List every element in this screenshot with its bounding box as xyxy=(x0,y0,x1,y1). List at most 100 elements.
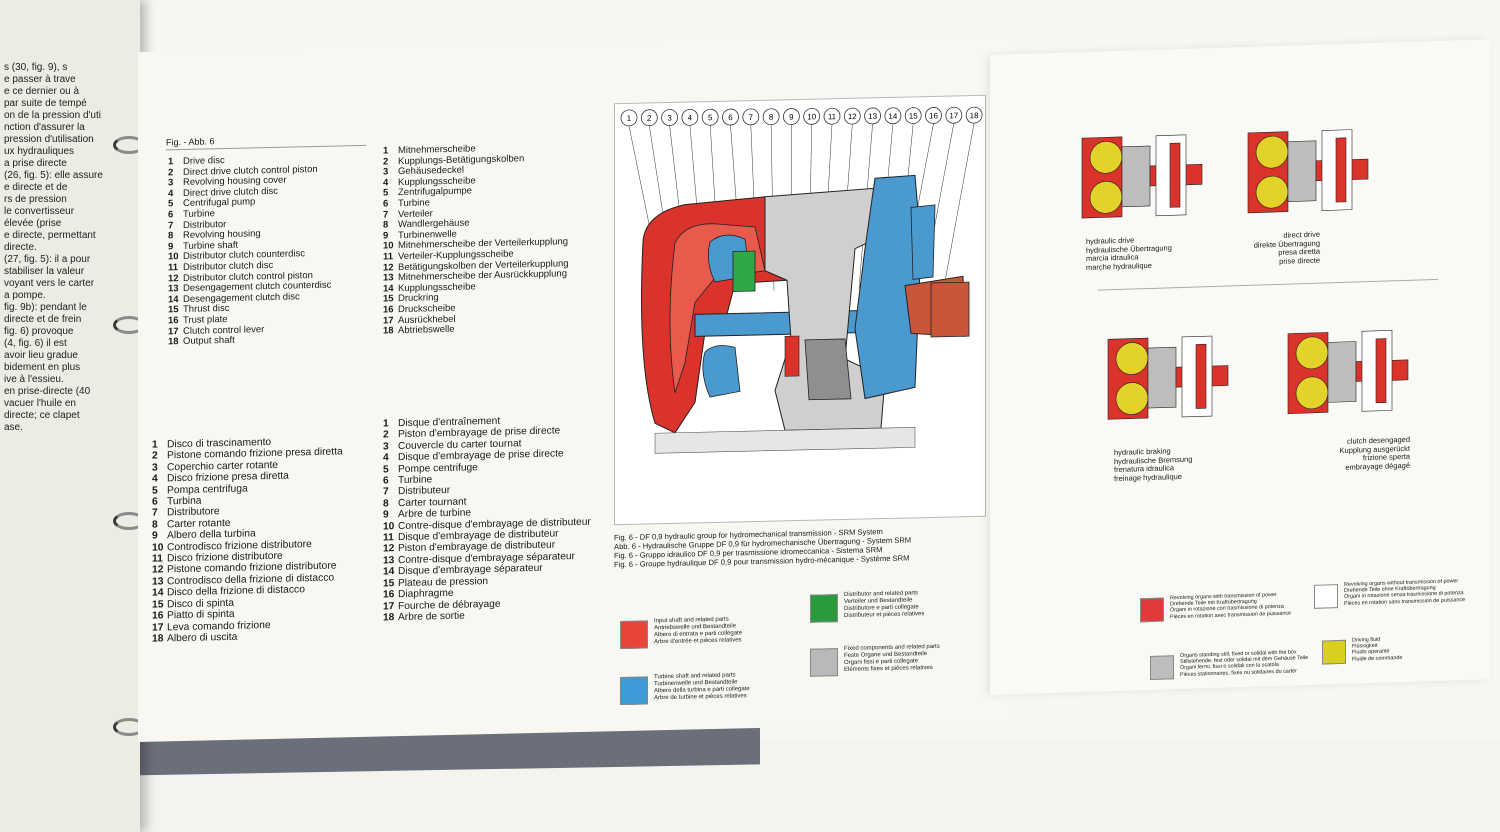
left-page-text-line: avoir lieu gradue xyxy=(4,350,78,361)
mode-label-line: freinage hydraulique xyxy=(1114,471,1182,483)
part-number: 6 xyxy=(383,198,389,210)
left-page-text-line: ux hydrauliques xyxy=(4,146,75,157)
left-page-text-line: e ce dernier ou à xyxy=(4,86,80,97)
callout-number: 10 xyxy=(807,112,816,121)
figure-label: Fig. - Abb. 6 xyxy=(166,136,215,148)
left-page-text-line: (26, fig. 5): elle assure xyxy=(4,170,103,181)
part-number: 3 xyxy=(383,441,389,453)
part-number: 14 xyxy=(383,566,395,578)
left-page-text-line: e directe, permettant xyxy=(4,230,96,241)
callout-number: 2 xyxy=(647,114,652,123)
part-number: 9 xyxy=(152,530,158,542)
left-page-text-line: pression d'utilisation xyxy=(4,134,94,145)
part-number: 8 xyxy=(383,498,389,510)
part-number: 13 xyxy=(152,576,164,588)
callout-number: 7 xyxy=(749,113,754,122)
left-page-text-line: ase. xyxy=(4,422,23,433)
part-name: Arbre de sortie xyxy=(398,610,465,624)
part-number: 8 xyxy=(152,519,158,531)
left-page-text-line: s (30, fig. 9), s xyxy=(4,62,68,73)
part-name: Abtriebswelle xyxy=(398,323,455,337)
part-number: 10 xyxy=(152,542,164,554)
callout-number: 8 xyxy=(769,113,774,122)
legend-line: Distributeur et pièces relatives xyxy=(844,611,925,619)
left-page-text-line: fig. 6) provoque xyxy=(4,326,74,337)
part-name: Disco frizione presa diretta xyxy=(167,470,289,485)
callout-number: 6 xyxy=(728,113,733,122)
part-number: 6 xyxy=(383,475,389,487)
left-page-text-line: ive à l'essieu. xyxy=(4,374,64,385)
left-page-text-line: bidement en plus xyxy=(4,362,81,373)
legend-line: Arbre d'entrée et pièces relatives xyxy=(654,637,742,646)
legend-swatch xyxy=(1314,584,1338,609)
callout-circle xyxy=(681,108,699,126)
left-page-text-line: en prise-directe (40 xyxy=(4,386,91,397)
part-number: 18 xyxy=(383,612,395,624)
legend-line: Arbre de turbine et pièces relatives xyxy=(654,693,747,702)
part-number: 15 xyxy=(152,599,164,611)
left-page-text-line: e passer à trave xyxy=(4,74,76,85)
legend-text: Organs standing still, fixed or solidal … xyxy=(1180,649,1308,678)
part-number: 18 xyxy=(152,633,164,645)
part-number: 5 xyxy=(383,463,389,476)
part-name: Diaphragme xyxy=(398,587,454,601)
mode-diagram xyxy=(1107,335,1229,420)
part-name: Carter rotante xyxy=(167,517,231,531)
part-number: 16 xyxy=(383,589,395,601)
parts-list-item: 18 Abtriebswelle xyxy=(383,322,569,337)
mode-label-line: marche hydraulique xyxy=(1086,260,1152,272)
part-number: 9 xyxy=(383,509,389,521)
legend-swatch xyxy=(810,594,838,623)
legend-swatch xyxy=(620,620,648,650)
callout-number: 18 xyxy=(970,111,979,120)
part-name: Output shaft xyxy=(183,334,235,348)
part-number: 12 xyxy=(383,543,395,555)
mode-label-line: embrayage dégagé xyxy=(1345,460,1410,472)
mode-diagram xyxy=(1081,134,1203,219)
legend-text: Revolving organs with transmission of po… xyxy=(1170,592,1291,621)
callout-number: 13 xyxy=(868,112,877,121)
part-name: Plateau de pression xyxy=(398,575,489,589)
part-number: 12 xyxy=(152,564,164,577)
callout-number: 5 xyxy=(708,113,713,122)
part-name: Pompa centrifuga xyxy=(167,483,248,496)
left-page-text-line: par suite de tempé xyxy=(4,98,87,109)
callout-circle xyxy=(843,107,861,125)
part-number: 10 xyxy=(383,520,395,533)
callout-circle xyxy=(762,108,780,126)
part-number: 2 xyxy=(152,450,158,463)
part-number: 11 xyxy=(383,532,394,544)
part-name: Leva comando frizione xyxy=(167,619,271,633)
part-number: 1 xyxy=(152,439,158,451)
callout-number: 1 xyxy=(627,114,632,123)
part-number: 18 xyxy=(383,325,394,337)
part-number: 17 xyxy=(152,621,164,634)
part-number: 6 xyxy=(152,496,158,508)
part-number: 14 xyxy=(152,587,164,599)
left-page-text-line: (27, fig. 5): il a pour xyxy=(4,254,91,265)
callout-number: 16 xyxy=(929,111,938,120)
part-number: 4 xyxy=(383,452,389,464)
left-page-text-line: directe; ce clapet xyxy=(4,410,80,421)
part-number: 16 xyxy=(152,610,164,622)
part-number: 17 xyxy=(383,600,395,612)
left-page-text-line: fig. 9b): pendant le xyxy=(4,302,87,313)
part-number: 4 xyxy=(152,473,158,485)
left-page-text-line: voyant vers le carter xyxy=(4,278,95,289)
callout-number: 12 xyxy=(848,112,857,121)
part-number: 7 xyxy=(383,486,389,498)
legend-swatch xyxy=(1322,639,1346,665)
callout-leader-line xyxy=(943,123,975,287)
